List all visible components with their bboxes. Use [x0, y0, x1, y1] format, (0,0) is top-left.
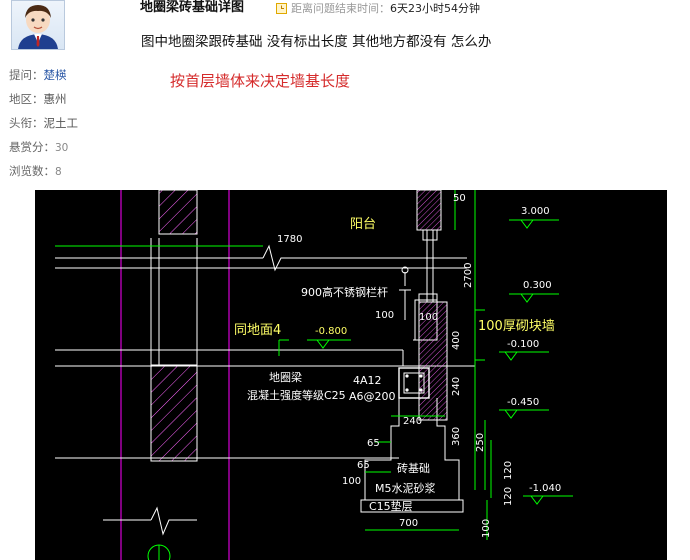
title-value: 泥土工 [43, 116, 79, 130]
wall-column-top [158, 190, 198, 235]
elev-m0100: -0.100 [507, 339, 539, 350]
avatar[interactable] [11, 0, 65, 50]
dim-2700: 2700 [463, 263, 474, 288]
dim-120b: 120 [503, 487, 514, 506]
asker-info: 提问：楚楧 地区：惠州 头衔：泥土工 悬赏分：30 浏览数：8 [9, 63, 78, 183]
label-same-floor: 同地面4 [234, 323, 281, 338]
answer-text: 按首层墙体来决定墙基长度 [170, 72, 351, 90]
bounty-label: 悬赏分： [9, 140, 55, 154]
label-block-wall: 100厚砌块墙 [478, 319, 555, 334]
region-row: 地区：惠州 [9, 87, 78, 111]
views-row: 浏览数：8 [9, 159, 78, 183]
region-value: 惠州 [43, 92, 67, 106]
dim-400: 400 [451, 331, 462, 350]
dim-100a: 100 [375, 310, 394, 321]
clock-icon [276, 3, 287, 14]
elev-m0800: -0.800 [315, 326, 347, 337]
dim-360: 360 [451, 427, 462, 446]
dim-65b: 65 [357, 460, 370, 471]
elev-3000: 3.000 [521, 206, 550, 217]
block-wall [418, 301, 448, 421]
cushion-layer [360, 499, 464, 513]
cad-drawing[interactable]: 阳台 同地面4 100厚砌块墙 900高不锈钢栏杆 地圈梁 4A12 混凝土强度… [35, 190, 667, 560]
bounty-row: 悬赏分：30 [9, 135, 78, 159]
label-cushion: C15垫层 [369, 499, 413, 513]
dim-120a: 120 [503, 461, 514, 480]
label-balcony: 阳台 [350, 217, 376, 232]
countdown-timer: 距离问题结束时间：6天23小时54分钟 [276, 2, 480, 16]
elev-m1040: -1.040 [529, 483, 561, 494]
question-body: 图中地圈梁跟砖基础 没有标出长度 其他地方都没有 怎么办 [141, 34, 492, 50]
label-rebar-main: 4A12 [353, 374, 382, 387]
elev-0300: 0.300 [523, 280, 552, 291]
dim-100d: 100 [481, 519, 492, 538]
dim-240a: 240 [403, 416, 422, 427]
label-mortar: M5水泥砂浆 [375, 481, 436, 495]
label-ring-beam: 地圈梁 [269, 370, 302, 384]
label-brick-foundation: 砖基础 [397, 461, 430, 475]
dim-250: 250 [475, 433, 486, 452]
title-row: 头衔：泥土工 [9, 111, 78, 135]
dim-700: 700 [399, 518, 418, 529]
dim-100b: 100 [419, 312, 438, 323]
dim-50: 50 [453, 193, 466, 204]
region-label: 地区： [9, 92, 44, 106]
views-value: 8 [55, 166, 62, 178]
elevation-markers [307, 219, 573, 505]
bounty-value: 30 [55, 142, 69, 154]
timer-value: 6天23小时54分钟 [390, 2, 480, 15]
asker-name-link[interactable]: 楚楧 [43, 68, 67, 82]
label-stirrup: A6@200 [349, 390, 396, 403]
dim-100c: 100 [342, 476, 361, 487]
asker-row: 提问：楚楧 [9, 63, 78, 87]
timer-label: 距离问题结束时间： [291, 2, 390, 15]
foundation-detail-drawing: 阳台 同地面4 100厚砌块墙 900高不锈钢栏杆 地圈梁 4A12 混凝土强度… [55, 190, 573, 560]
asker-label: 提问： [9, 68, 44, 82]
question-title: 地圈梁砖基础详图 [140, 0, 245, 15]
wall-column-lower [150, 364, 198, 462]
dimension-lines [55, 190, 492, 540]
label-railing: 900高不锈钢栏杆 [301, 285, 388, 299]
ring-beam [398, 367, 430, 399]
dim-65a: 65 [367, 438, 380, 449]
elev-m0450: -0.450 [507, 397, 539, 408]
dim-1780: 1780 [277, 234, 302, 245]
views-label: 浏览数： [9, 164, 55, 178]
dim-240b: 240 [451, 377, 462, 396]
title-label: 头衔： [9, 116, 44, 130]
label-concrete: 混凝土强度等级C25 [247, 388, 346, 402]
user-avatar-icon [18, 5, 58, 49]
